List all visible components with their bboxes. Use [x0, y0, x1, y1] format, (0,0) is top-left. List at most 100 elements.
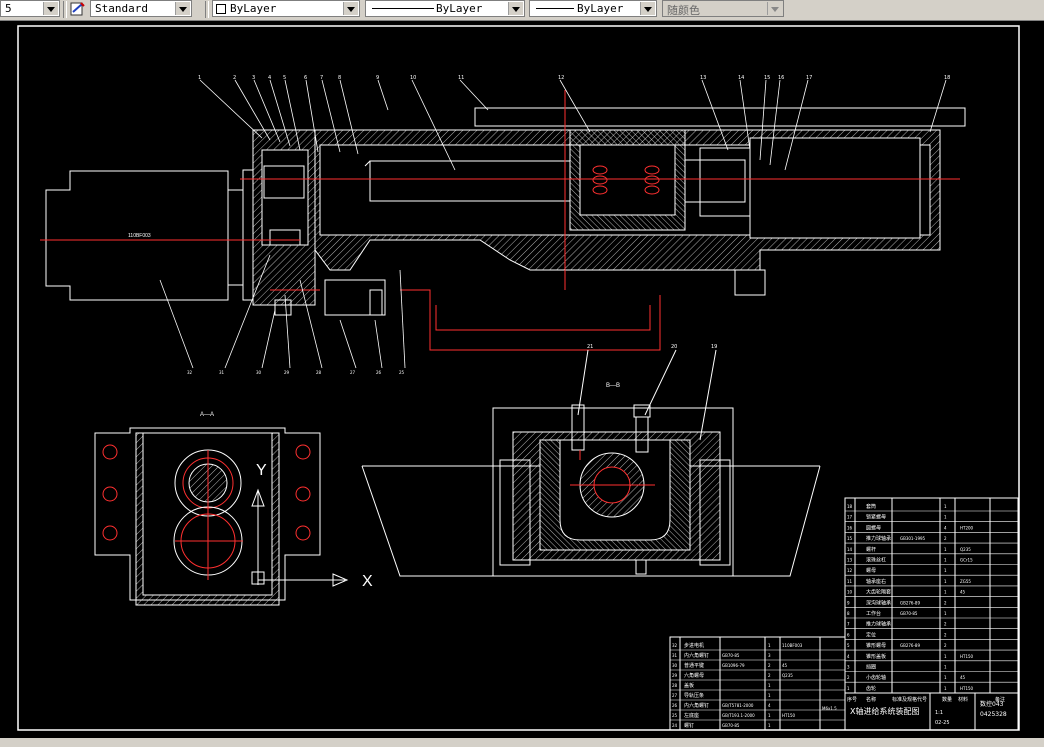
bom-row-name: 工作台	[866, 610, 881, 617]
bom-row-name: 圆螺母	[866, 524, 881, 531]
linetype-dropdown[interactable]: ByLayer	[365, 0, 525, 17]
section-b-label: B—B	[606, 383, 620, 389]
chevron-down-icon[interactable]	[43, 2, 58, 15]
bom-row-qty: 2	[944, 643, 947, 648]
title-block-header-cell: 备注	[995, 696, 1005, 703]
bom-row-std: GB276-89	[900, 643, 920, 648]
bom-row-no: 25	[672, 713, 678, 718]
left-support-block	[324, 279, 386, 316]
callout-number: 17	[806, 75, 812, 81]
bom-row-no: 24	[672, 723, 678, 728]
bom-row-material: 45	[960, 590, 966, 595]
text-style-icon[interactable]	[70, 1, 86, 17]
bom-row-no: 14	[847, 547, 853, 552]
bom-row-name: 内六角螺钉	[684, 652, 709, 659]
chevron-down-icon[interactable]	[640, 2, 655, 15]
right-end-cover	[749, 137, 921, 239]
right-bracket	[734, 269, 766, 296]
bom-row-qty: 1	[944, 504, 947, 509]
callout-number: 19	[711, 344, 717, 350]
callout-number: 13	[700, 75, 706, 81]
callout-number: 30	[256, 370, 262, 375]
callout-number: 1	[198, 75, 201, 81]
callout-number: 27	[350, 370, 356, 375]
bom-row-name: 滚珠丝杠	[866, 557, 886, 564]
callout-number: 16	[778, 75, 784, 81]
hidden-line-base	[400, 289, 661, 351]
bom-row-qty: 2	[768, 663, 771, 668]
bom-row-no: 7	[847, 622, 850, 627]
bom-row-name: 推力球轴承	[866, 535, 891, 542]
chevron-down-icon[interactable]	[343, 2, 358, 15]
callout-number: 25	[399, 370, 405, 375]
lineweight-dropdown[interactable]: ByLayer	[529, 0, 657, 17]
school-line2: 0425328	[980, 711, 1007, 718]
chevron-down-icon[interactable]	[175, 2, 190, 15]
callout-number: 32	[187, 370, 193, 375]
chevron-down-icon[interactable]	[508, 2, 523, 15]
bom-row-no: 31	[672, 653, 678, 658]
bom-row-qty: 1	[944, 665, 947, 670]
callout-number: 4	[268, 75, 271, 81]
bom-row-material: HT150	[782, 713, 796, 718]
leader-lines	[159, 79, 947, 369]
bom-row-name: 锥形螺母	[866, 642, 886, 649]
bom-row-no: 5	[847, 643, 850, 648]
bom-row-name: 导轨压条	[684, 692, 704, 699]
bom-row-name: 深沟球轴承	[866, 599, 891, 606]
bom-row-no: 18	[847, 504, 853, 509]
bom-row-no: 26	[672, 703, 678, 708]
chevron-down-icon[interactable]	[767, 2, 782, 15]
bom-row-qty: 1	[944, 675, 947, 680]
toolbar-separator	[205, 1, 209, 18]
bom-row-qty: 1	[944, 579, 947, 584]
bom-row-no: 12	[847, 568, 853, 573]
pinion-shaft	[263, 165, 305, 199]
cad-drawing-canvas[interactable]: X Y A—A B—B	[0, 20, 1044, 738]
screw-right-end	[684, 159, 746, 203]
bom-row-qty: 2	[944, 536, 947, 541]
school-line1: 数控043	[980, 700, 1004, 708]
bom-row-name: 轴承座右	[866, 578, 886, 585]
title-block-header-cell: 数量	[942, 696, 952, 703]
bom-row-no: 6	[847, 632, 850, 637]
bom-row-name: 锁紧螺母	[866, 514, 886, 521]
bom-row-no: 2	[847, 675, 850, 680]
title-block-scale: 1:1	[935, 710, 943, 716]
bom-row-std: GB70-85	[900, 611, 918, 616]
title-block	[669, 497, 1019, 731]
callout-number: 14	[738, 75, 744, 81]
bom-row-std: GB70-85	[722, 723, 740, 728]
bom-row-name: 定位	[866, 631, 876, 638]
bom-row-qty: 1	[944, 558, 947, 563]
status-bar	[0, 738, 1044, 747]
title-block-drawing-no: 02-25	[935, 720, 950, 726]
bom-row-std: GB/T5781-2000	[722, 703, 754, 708]
bom-row-name: 小齿轮轴	[866, 674, 886, 681]
text-style-dropdown[interactable]: Standard	[90, 0, 192, 17]
linetype-value: ByLayer	[436, 2, 483, 15]
motor-label: 110BF003	[128, 233, 151, 239]
bom-row-name: 螺母	[866, 567, 876, 574]
bom-row-qty: 1	[944, 686, 947, 691]
bom-row-std: GB276-89	[900, 600, 920, 605]
color-control-value: ByLayer	[230, 2, 277, 15]
title-block-header-cell: 序号	[847, 696, 857, 703]
partial-dropdown-value: 5	[5, 2, 12, 15]
bom-row-qty: 4	[768, 703, 771, 708]
bom-row-name: 挡圈	[866, 664, 876, 671]
plot-style-dropdown[interactable]: 随颜色	[662, 0, 784, 17]
bom-row-material: Q235	[960, 547, 971, 552]
callout-number: 5	[283, 75, 286, 81]
bom-row-qty: 1	[768, 723, 771, 728]
bom-row-no: 1	[847, 686, 850, 691]
motor-outline	[45, 170, 229, 301]
motor-flange	[242, 169, 254, 301]
partial-dropdown[interactable]: 5	[0, 0, 60, 17]
callout-number: 11	[458, 75, 464, 81]
bom-row-material: 45	[782, 663, 788, 668]
bom-row-no: 13	[847, 558, 853, 563]
worktable-top	[474, 107, 966, 127]
color-control-dropdown[interactable]: ByLayer	[212, 0, 360, 17]
